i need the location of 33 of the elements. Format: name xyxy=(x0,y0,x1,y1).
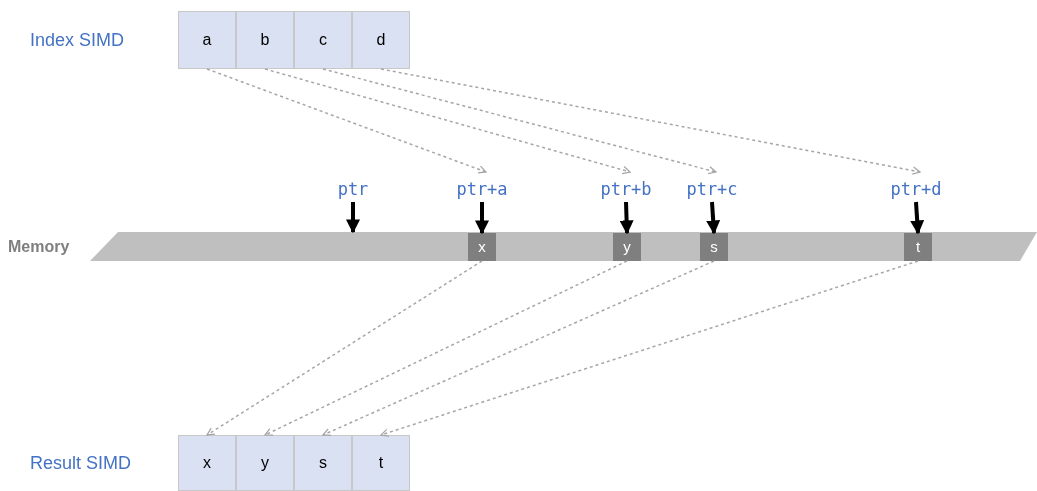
pointer-arrow xyxy=(619,201,634,235)
pointer-label: ptr xyxy=(318,178,388,202)
memory-cell: y xyxy=(613,233,641,261)
pointer-arrow xyxy=(910,201,925,235)
register-label: Result SIMD xyxy=(30,451,132,475)
pointer-label: ptr+d xyxy=(881,178,951,202)
register-cell: b xyxy=(236,11,294,69)
dashed-arrow xyxy=(206,260,483,436)
pointer-arrow xyxy=(475,202,489,235)
register-cell: a xyxy=(178,11,236,69)
pointer-arrow xyxy=(346,202,360,234)
dashed-arrow xyxy=(322,260,715,436)
register-cell: s xyxy=(294,435,352,491)
dashed-arrow xyxy=(322,68,717,175)
dashed-arrow xyxy=(380,260,919,437)
pointer-arrow xyxy=(706,201,721,235)
memory-cell: s xyxy=(700,233,728,261)
pointer-label: ptr+c xyxy=(677,178,747,202)
dashed-arrow xyxy=(264,260,628,436)
memory-cell: x xyxy=(468,233,496,261)
register-cell: t xyxy=(352,435,410,491)
memory-cell: t xyxy=(904,233,932,261)
memory-label: Memory xyxy=(8,236,70,257)
dashed-arrow xyxy=(380,68,921,175)
register-cell: c xyxy=(294,11,352,69)
dashed-arrow xyxy=(206,68,487,174)
pointer-label: ptr+b xyxy=(591,178,661,202)
dashed-arrow xyxy=(264,68,631,175)
register-cell: d xyxy=(352,11,410,69)
pointer-label: ptr+a xyxy=(447,178,517,202)
register-cell: y xyxy=(236,435,294,491)
register-label: Index SIMD xyxy=(30,28,125,52)
register-cell: x xyxy=(178,435,236,491)
